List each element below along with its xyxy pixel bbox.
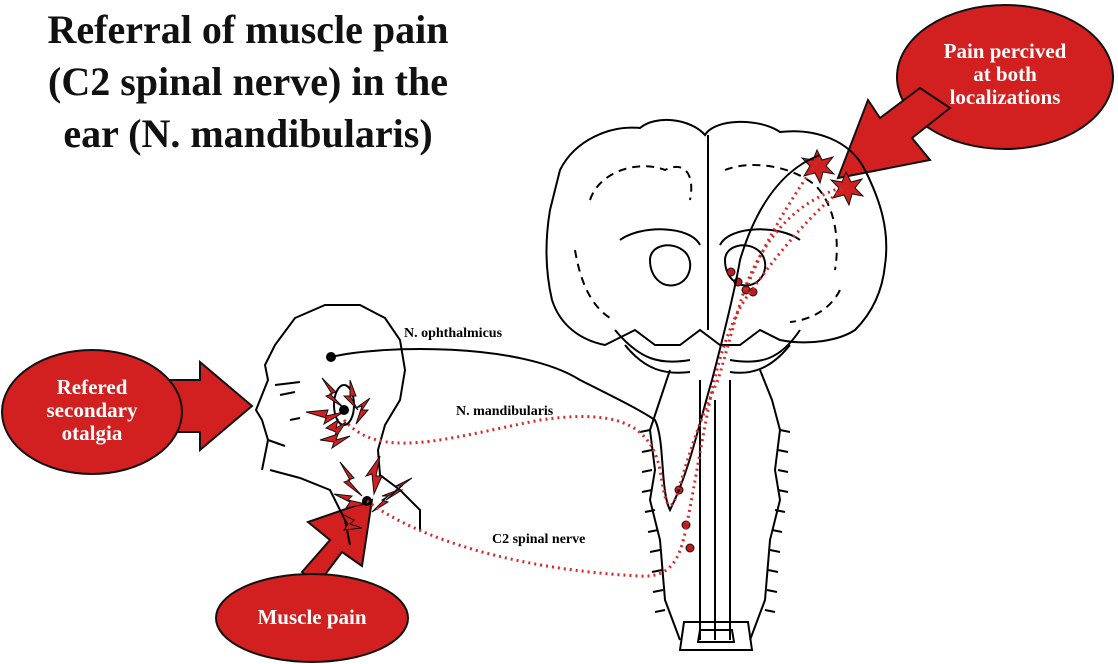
callout-line: Refered bbox=[18, 376, 166, 399]
callout-line: Pain percived bbox=[922, 40, 1088, 63]
label-mandibularis: N. mandibularis bbox=[456, 404, 553, 420]
label-ophthalmicus: N. ophthalmicus bbox=[404, 326, 502, 342]
callout-muscle-pain bbox=[216, 500, 408, 662]
callout-line: localizations bbox=[922, 86, 1088, 109]
label-c2: C2 spinal nerve bbox=[492, 532, 585, 548]
callout-referred-otalgia-text: Refered secondary otalgia bbox=[18, 376, 166, 445]
pain-bolts-neck bbox=[334, 456, 412, 530]
head-illustration bbox=[256, 305, 420, 545]
callout-line: at both bbox=[922, 63, 1088, 86]
dot-ear bbox=[339, 405, 349, 415]
callout-line: Muscle pain bbox=[226, 606, 398, 629]
path-c2 bbox=[367, 186, 846, 576]
arrow-to-neck bbox=[302, 500, 372, 584]
brain-illustration bbox=[546, 120, 886, 650]
callout-line: otalgia bbox=[18, 422, 166, 445]
callout-muscle-pain-text: Muscle pain bbox=[226, 606, 398, 629]
callout-line: secondary bbox=[18, 399, 166, 422]
callout-pain-perceived-text: Pain percived at both localizations bbox=[922, 40, 1088, 109]
